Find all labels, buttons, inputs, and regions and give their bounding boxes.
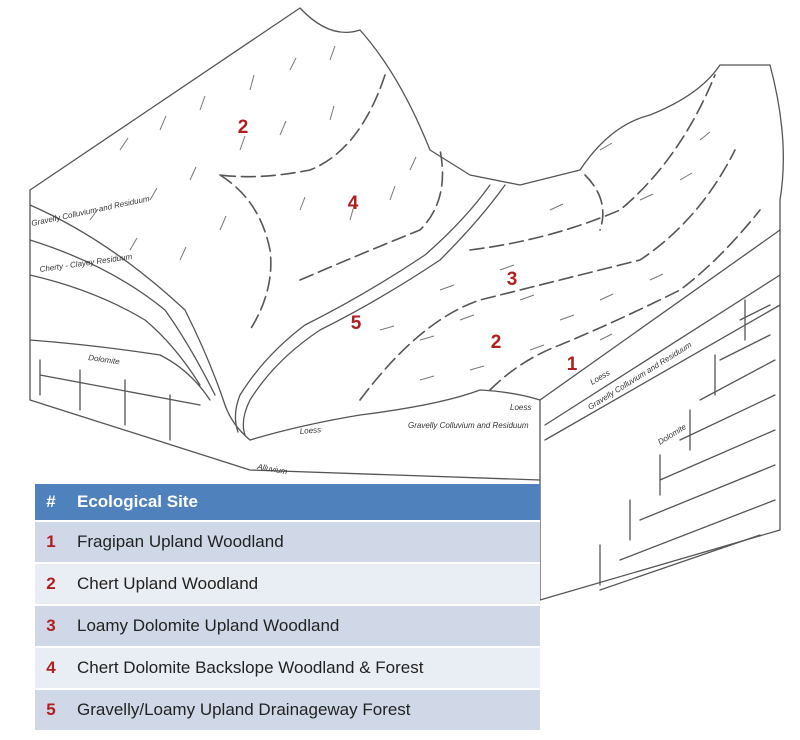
legend-header-row: # Ecological Site <box>35 484 540 521</box>
legend-site-name: Fragipan Upland Woodland <box>67 520 540 563</box>
legend-site-number: 5 <box>35 688 67 730</box>
zone-number-label: 1 <box>567 354 578 375</box>
legend-site-number: 4 <box>35 646 67 689</box>
drainageway <box>242 184 506 436</box>
legend-site-number: 1 <box>35 520 67 563</box>
zone-number-label: 4 <box>348 193 359 214</box>
table-row: 2 Chert Upland Woodland <box>35 562 540 605</box>
right-face-top-edge <box>539 229 781 401</box>
zone-number-label: 3 <box>507 269 518 290</box>
legend-site-name: Chert Upland Woodland <box>67 562 540 605</box>
geology-label: Cherty - Clayey Residuum <box>39 252 133 274</box>
geology-label: Dolomite <box>88 353 121 366</box>
table-row: 5 Gravelly/Loamy Upland Drainageway Fore… <box>35 688 540 730</box>
legend-site-name: Loamy Dolomite Upland Woodland <box>67 604 540 647</box>
left-face-top-edge <box>29 204 251 441</box>
legend-site-name: Gravelly/Loamy Upland Drainageway Forest <box>67 688 540 730</box>
zone-number-label: 2 <box>238 117 249 138</box>
legend-header-number: # <box>35 484 67 521</box>
zone-number-label: 5 <box>351 313 362 334</box>
zone-number-label: 2 <box>491 332 502 353</box>
table-row: 1 Fragipan Upland Woodland <box>35 520 540 563</box>
legend-header-site: Ecological Site <box>67 484 540 521</box>
table-row: 3 Loamy Dolomite Upland Woodland <box>35 604 540 647</box>
ecological-site-legend: # Ecological Site 1 Fragipan Upland Wood… <box>35 484 540 730</box>
geology-label: Alluvium <box>256 462 289 476</box>
table-row: 4 Chert Dolomite Backslope Woodland & Fo… <box>35 646 540 689</box>
block-outline <box>29 7 784 601</box>
geology-label: Dolomite <box>656 422 688 447</box>
geology-label: Loess <box>510 403 531 412</box>
geology-label: Loess <box>299 425 321 436</box>
legend-site-name: Chert Dolomite Backslope Woodland & Fore… <box>67 646 540 689</box>
legend-site-number: 2 <box>35 562 67 605</box>
legend-site-number: 3 <box>35 604 67 647</box>
geology-label: Gravelly Colluvium and Residuum <box>31 194 151 228</box>
geology-label: Gravelly Colluvium and Residuum <box>408 421 529 430</box>
geology-label: Loess <box>589 368 612 386</box>
